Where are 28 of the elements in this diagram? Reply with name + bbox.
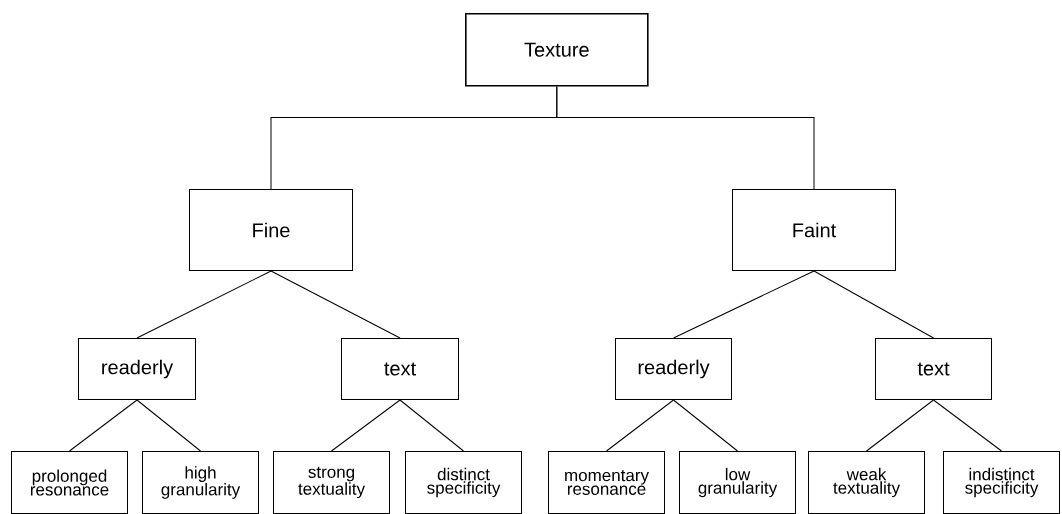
subcategory-box: readerly [78,338,196,400]
leaf-box: distinct specificity [405,451,522,514]
connector-line [933,399,1002,452]
elbow-connector [556,86,815,190]
leaf-box: strong textuality [273,451,390,514]
connector-line [69,399,138,452]
leaf-box: indistinct specificity [943,451,1060,514]
category-box: Fine [189,189,353,271]
leaf-box: high granularity [142,451,259,514]
connector-line [136,270,272,339]
connector-line [813,270,934,339]
leaf-box: weak textuality [808,451,925,514]
connector-line [673,399,738,452]
connector-line [399,399,464,452]
connector-line [673,270,815,339]
root-box: Texture [465,13,649,87]
connector-line [270,270,401,339]
connector-line [331,399,401,452]
leaf-box: prolonged resonance [11,451,128,514]
category-box: Faint [732,189,896,271]
connector-line [866,399,934,452]
connector-line [136,399,201,452]
subcategory-box: text [875,338,992,400]
leaf-box: low granularity [679,451,796,514]
connector-line [606,399,674,452]
subcategory-box: readerly [615,338,732,400]
leaf-box: momentary resonance [548,451,665,514]
subcategory-box: text [341,338,459,400]
